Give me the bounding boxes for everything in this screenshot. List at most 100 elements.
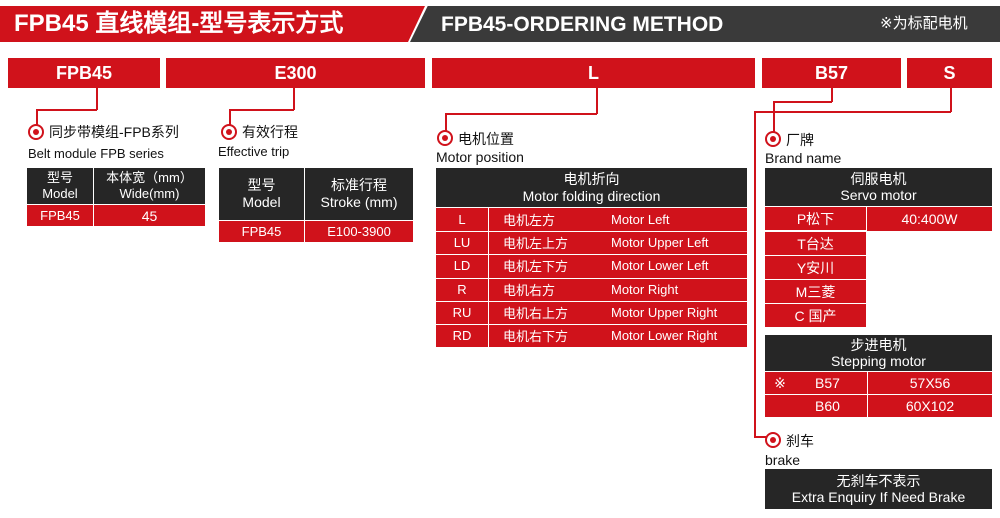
series-divider: [93, 168, 94, 226]
stepping-std-mark: ※: [774, 374, 786, 391]
series-col-model-en: Model: [42, 186, 78, 201]
stepping-title: 步进电机 Stepping motor: [765, 335, 992, 371]
trip-row-stroke: E100-3900: [305, 221, 413, 242]
position-code: L: [458, 212, 466, 228]
stepping-model: B57: [815, 375, 840, 391]
position-desc-en: Motor Left: [611, 212, 670, 228]
brake-box-en: Extra Enquiry If Need Brake: [791, 489, 966, 505]
stepping-title-en: Stepping motor: [831, 353, 926, 369]
connector-stroke: [293, 88, 295, 110]
servo-spec: 40:400W: [867, 207, 992, 231]
stepping-std-mark: [770, 395, 790, 417]
connector-brake: [950, 88, 952, 112]
servo-brand-item: C 国产: [765, 304, 866, 327]
position-row-divider: [436, 300, 747, 302]
trip-label-en: Effective trip: [218, 144, 290, 159]
position-desc-en: Motor Lower Left: [611, 258, 709, 274]
position-desc-cn: 电机左上方: [503, 236, 569, 252]
position-desc-en: Motor Upper Left: [611, 235, 709, 251]
position-code: RD: [452, 328, 472, 344]
servo-brand-item: M三菱: [765, 280, 866, 303]
trip-label-cn: 有效行程: [242, 124, 298, 140]
position-title-en: Motor folding direction: [522, 187, 661, 204]
stepping-body: [765, 372, 992, 417]
position-label-en: Motor position: [436, 149, 524, 165]
position-row-divider: [436, 254, 747, 256]
bullet-series: [28, 124, 44, 140]
position-table-body: [436, 208, 747, 347]
series-row-width: 45: [94, 205, 205, 226]
header-bar: FPB45 直线模组-型号表示方式 FPB45-ORDERING METHOD …: [0, 0, 1000, 46]
servo-brand-item: P松下: [765, 207, 866, 230]
position-code: RU: [452, 304, 472, 320]
position-desc-cn: 电机右上方: [503, 305, 569, 321]
series-table-header: [27, 168, 205, 204]
brake-label-en: brake: [765, 452, 801, 468]
code-box-brake: S: [907, 58, 992, 88]
connector-brake-end: [754, 436, 766, 438]
position-col-divider: [488, 208, 489, 347]
bullet-brand: [765, 131, 781, 147]
brake-box: 无刹车不表示 Extra Enquiry If Need Brake: [765, 469, 992, 509]
position-desc-cn: 电机左下方: [503, 259, 569, 275]
header-title-cn: FPB45 直线模组-型号表示方式: [14, 10, 344, 37]
brake-box-cn: 无刹车不表示: [836, 473, 921, 489]
position-title-cn: 电机折向: [563, 170, 620, 187]
position-desc-en: Motor Upper Right: [611, 304, 718, 320]
position-row-divider: [436, 231, 747, 233]
trip-col-model-en: Model: [242, 194, 281, 210]
brand-label-en: Brand name: [765, 150, 842, 166]
position-desc-cn: 电机左方: [503, 213, 556, 229]
position-label-cn: 电机位置: [458, 131, 514, 147]
position-desc-cn: 电机右方: [503, 282, 556, 298]
bullet-brake: [765, 432, 781, 448]
position-row-divider: [436, 324, 747, 325]
connector-series-down: [36, 109, 38, 125]
connector-stroke-h: [229, 109, 294, 111]
connector-series-h: [36, 109, 97, 111]
bullet-position: [437, 130, 453, 146]
connector-position: [596, 88, 598, 114]
connector-series: [96, 88, 98, 110]
stepping-model: B60: [815, 398, 840, 414]
stepping-size: 57X56: [909, 375, 951, 391]
header-red-section: [0, 6, 425, 42]
series-col-model-cn: 型号: [46, 170, 73, 185]
position-code: LD: [453, 258, 471, 274]
connector-position-down: [445, 113, 447, 131]
code-box-series: FPB45: [8, 58, 160, 88]
trip-table-header: [219, 168, 413, 220]
series-col-model: 型号 Model: [27, 168, 93, 204]
trip-col-stroke-cn: 标准行程: [331, 177, 387, 193]
bullet-trip: [221, 124, 237, 140]
trip-col-stroke: 标准行程 Stroke (mm): [305, 168, 413, 220]
connector-position-h: [445, 113, 597, 115]
trip-row-model: FPB45: [219, 221, 304, 242]
position-desc-en: Motor Lower Right: [611, 328, 718, 344]
connector-motor-down: [773, 101, 775, 132]
connector-motor-h: [773, 101, 832, 103]
stepping-size: 60X102: [905, 398, 955, 414]
code-box-stroke: E300: [166, 58, 425, 88]
servo-title-cn: 伺服电机: [850, 171, 907, 187]
header-note: ※为标配电机: [880, 15, 968, 32]
trip-col-stroke-en: Stroke (mm): [320, 194, 398, 210]
position-desc-cn: 电机右下方: [503, 329, 569, 345]
brake-label-cn: 刹车: [786, 433, 814, 449]
servo-title-en: Servo motor: [840, 187, 917, 203]
position-desc-en: Motor Right: [611, 281, 679, 297]
connector-brake-h: [754, 111, 951, 113]
series-row-model: FPB45: [27, 205, 93, 226]
code-box-position: L: [432, 58, 755, 88]
series-label-cn: 同步带模组-FPB系列: [49, 124, 179, 140]
stepping-row-divider: [765, 394, 992, 395]
series-col-width-en: Wide(mm): [119, 186, 180, 201]
servo-brand-item: Y安川: [765, 256, 866, 279]
trip-col-model-cn: 型号: [247, 177, 276, 193]
connector-motor: [831, 88, 833, 102]
position-table-title: 电机折向 Motor folding direction: [436, 168, 747, 207]
connector-brake-down: [754, 111, 756, 436]
trip-divider: [304, 168, 305, 242]
position-row-divider: [436, 277, 747, 279]
series-label-en: Belt module FPB series: [28, 146, 164, 161]
